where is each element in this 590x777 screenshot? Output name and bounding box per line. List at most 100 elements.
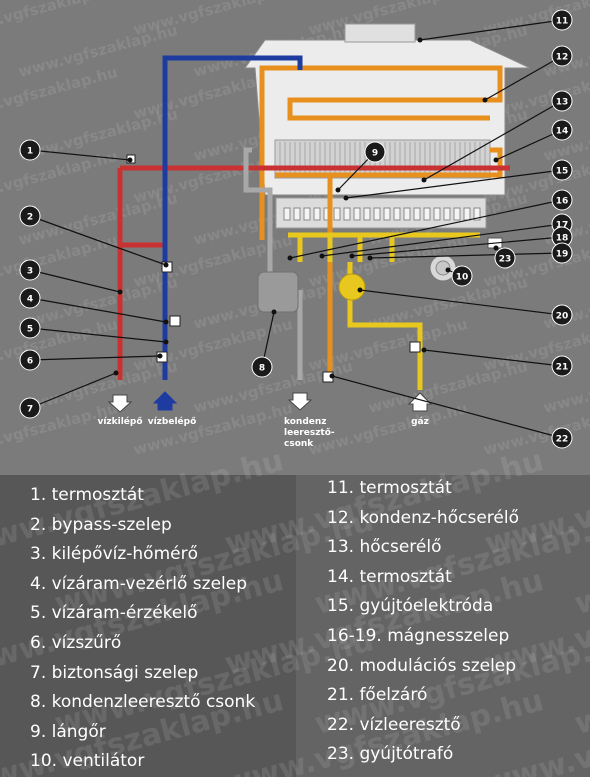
leader-dot (493, 245, 499, 251)
leader-line (29, 355, 161, 361)
leader-dot (417, 37, 423, 43)
legend-item: 3. kilépővíz-hőmérő (30, 544, 198, 565)
legend-item: 16-19. mágnesszelep (327, 626, 510, 646)
heating-circuit (259, 65, 503, 380)
leader-line (419, 19, 563, 41)
label-condensate-line-2: leeresztő- (284, 428, 335, 438)
marker-circle (19, 317, 41, 339)
marker-circle (451, 265, 473, 287)
marker-circle (19, 287, 41, 309)
marker-21: 21 (556, 363, 569, 373)
legend-item: 2. bypass-szelep (30, 514, 172, 535)
legend-item: 4. vízáram-vezérlő szelep (30, 573, 248, 594)
leader-dot (287, 255, 293, 261)
legend-item: 14. termosztát (327, 566, 452, 587)
marker-circle (551, 242, 573, 264)
marker-11: 11 (556, 17, 569, 27)
leader-dot (421, 347, 427, 353)
fan (429, 254, 457, 282)
legend-item: 10. ventilátor (30, 751, 145, 772)
marker-1: 1 (27, 147, 33, 157)
marker-23: 23 (499, 255, 512, 265)
marker-circle (551, 90, 573, 112)
marker-circle (551, 355, 573, 377)
marker-circle (364, 141, 386, 163)
marker-22: 22 (556, 435, 569, 445)
leader-line (29, 327, 167, 343)
marker-circle (19, 349, 41, 371)
leader-dot (271, 309, 277, 315)
watermark-text: www.vgfszaklap.hu (0, 0, 120, 39)
legend-item: 12. kondenz-hőcserélő (327, 507, 519, 528)
leader-line (29, 215, 167, 266)
marker-17: 17 (556, 221, 569, 231)
marker-circle (19, 139, 41, 161)
marker-circle (551, 427, 573, 449)
label-hot-outlet: vízkilépő (97, 416, 142, 427)
marker-19: 19 (556, 250, 569, 260)
marker-circle (551, 45, 573, 67)
marker-2: 2 (27, 213, 33, 223)
leader-line (331, 375, 563, 439)
legend-item: 23. gyújtótrafó (327, 744, 454, 765)
leader-line (29, 297, 167, 323)
legend-item: 8. kondenzleeresztő csonk (30, 692, 256, 713)
leader-line (423, 349, 563, 367)
legend-item: 6. vízszűrő (30, 633, 122, 653)
marker-8: 8 (259, 364, 265, 374)
leader-dot (343, 195, 349, 201)
legend-item: 5. vízáram-érzékelő (30, 603, 198, 624)
legend-item: 20. modulációs szelep (327, 655, 517, 676)
leader-dot (127, 157, 133, 163)
leader-dot (421, 177, 427, 183)
marker-15: 15 (556, 167, 569, 177)
condensate-pipe (243, 147, 303, 380)
siphon (257, 271, 299, 313)
label-gas: gáz (411, 417, 429, 427)
leader-dot (163, 319, 169, 325)
marker-circle (19, 397, 41, 419)
leader-line (484, 55, 563, 101)
marker-18: 18 (556, 234, 569, 244)
legend-item: 11. termosztát (327, 478, 452, 498)
legend-item: 22. vízleeresztő (327, 714, 461, 735)
legend-item: 15. gyújtóelektróda (327, 596, 494, 617)
leader-dot (349, 253, 355, 259)
leader-dot (163, 262, 169, 268)
leader-line (289, 199, 563, 259)
leader-line (29, 372, 117, 409)
leader-line (345, 169, 563, 199)
label-condensate-line-1: kondenz (284, 417, 327, 427)
leader-dot (319, 253, 325, 259)
marker-3: 3 (27, 267, 33, 277)
marker-circle (19, 259, 41, 281)
marker-circle (551, 304, 573, 326)
marker-circle (551, 189, 573, 211)
leader-line (495, 129, 563, 161)
label-cold-inlet: vízbelépő (148, 416, 197, 427)
leader-dot (163, 339, 169, 345)
leader-line (423, 100, 563, 181)
marker-10: 10 (456, 273, 469, 283)
marker-5: 5 (27, 325, 33, 335)
leader-dot (113, 370, 119, 376)
marker-13: 13 (556, 98, 569, 108)
label-condensate-line-3: csonk (284, 439, 314, 449)
marker-circle (494, 247, 516, 269)
leader-dot (357, 287, 363, 293)
marker-circle (19, 205, 41, 227)
leader-line (359, 289, 563, 316)
leader-dot (117, 289, 123, 295)
marker-4: 4 (27, 295, 33, 305)
leader-line (321, 223, 563, 257)
marker-12: 12 (556, 53, 569, 63)
leader-dot (493, 157, 499, 163)
leader-line (29, 269, 121, 293)
